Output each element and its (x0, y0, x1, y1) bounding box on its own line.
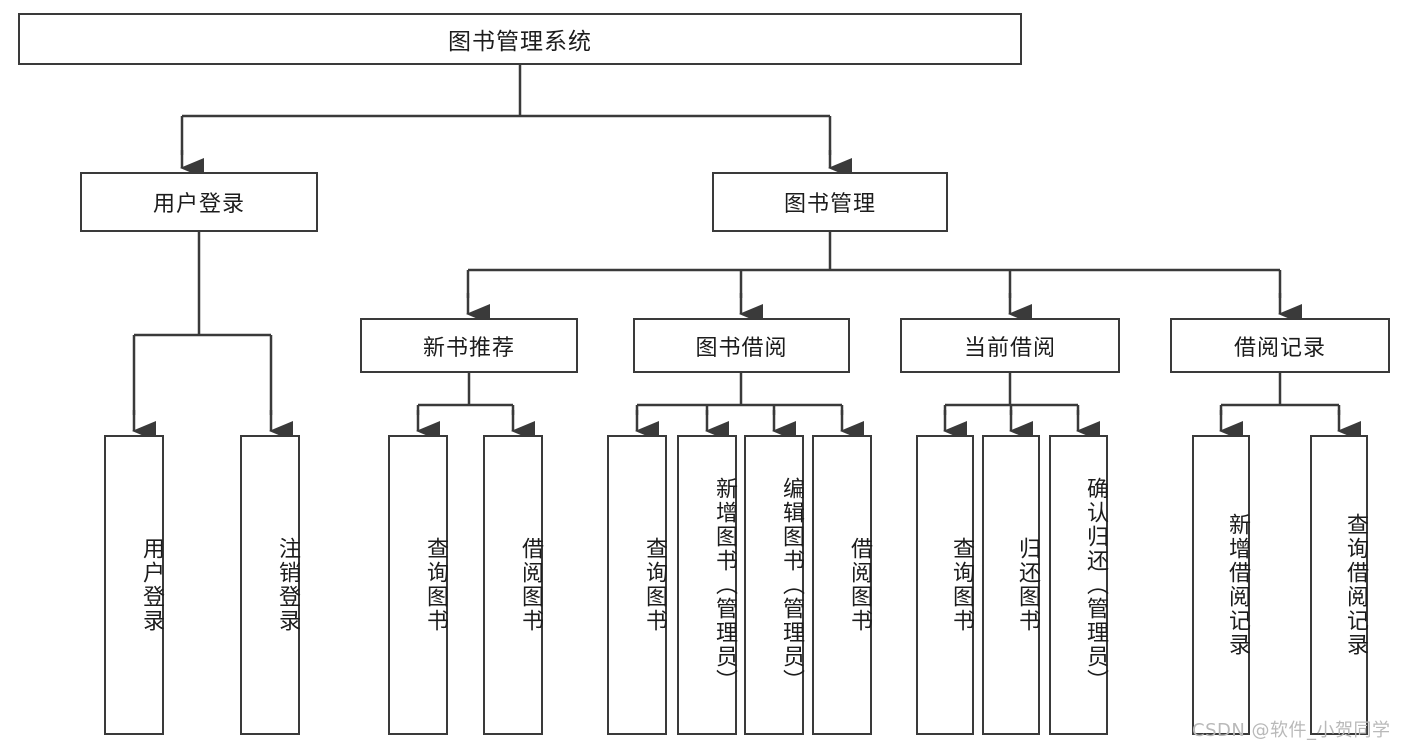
leaf-query-book-recommend-label: 查询图书 (423, 537, 448, 633)
leaf-borrow-book[interactable]: 借阅图书 (812, 435, 872, 735)
node-user-login[interactable]: 用户登录 (80, 172, 318, 232)
edge-current-borrow-split (943, 373, 1100, 441)
leaf-return-book-label: 归还图书 (1015, 537, 1040, 633)
leaf-confirm-return-admin-label: 确认归还（管理员） (1083, 477, 1108, 693)
node-borrow-record-label: 借阅记录 (1233, 335, 1326, 361)
leaf-query-book-current-label: 查询图书 (949, 537, 974, 633)
edge-borrow-record-split (1219, 373, 1361, 441)
leaf-edit-book-admin[interactable]: 编辑图书（管理员） (744, 435, 804, 735)
leaf-borrow-book-recommend[interactable]: 借阅图书 (483, 435, 543, 735)
leaf-query-borrow-record[interactable]: 查询借阅记录 (1310, 435, 1368, 735)
csdn-watermark: CSDN @软件_小贺同学 (1192, 720, 1391, 741)
node-book-borrow-label: 图书借阅 (695, 335, 788, 361)
leaf-borrow-book-label: 借阅图书 (847, 537, 872, 633)
leaf-logout-label: 注销登录 (275, 537, 300, 633)
leaf-return-book[interactable]: 归还图书 (982, 435, 1040, 735)
node-new-book-recommend[interactable]: 新书推荐 (360, 318, 578, 373)
leaf-add-book-admin-label: 新增图书（管理员） (712, 477, 737, 693)
leaf-add-borrow-record[interactable]: 新增借阅记录 (1192, 435, 1250, 735)
leaf-edit-book-admin-label: 编辑图书（管理员） (779, 477, 804, 693)
node-new-book-recommend-label: 新书推荐 (422, 335, 515, 361)
node-book-borrow[interactable]: 图书借阅 (633, 318, 850, 373)
leaf-user-login[interactable]: 用户登录 (104, 435, 164, 735)
leaf-user-login-label: 用户登录 (139, 537, 164, 633)
leaf-add-book-admin[interactable]: 新增图书（管理员） (677, 435, 737, 735)
leaf-logout[interactable]: 注销登录 (240, 435, 300, 735)
leaf-query-book-borrow-label: 查询图书 (642, 537, 667, 633)
node-borrow-record[interactable]: 借阅记录 (1170, 318, 1390, 373)
node-user-login-label: 用户登录 (152, 192, 245, 217)
leaf-query-borrow-record-label: 查询借阅记录 (1343, 513, 1368, 657)
leaf-add-borrow-record-label: 新增借阅记录 (1225, 513, 1250, 657)
leaf-query-book-current[interactable]: 查询图书 (916, 435, 974, 735)
node-book-management-label: 图书管理 (783, 192, 876, 217)
node-current-borrow-label: 当前借阅 (963, 335, 1056, 361)
leaf-query-book-recommend[interactable]: 查询图书 (388, 435, 448, 735)
leaf-borrow-book-recommend-label: 借阅图书 (518, 537, 543, 633)
edge-root-split (180, 65, 832, 155)
node-root[interactable]: 图书管理系统 (18, 13, 1022, 65)
node-root-label: 图书管理系统 (448, 29, 592, 55)
edge-user-login-split (132, 232, 293, 441)
edge-book-manage-split (466, 232, 1302, 324)
leaf-query-book-borrow[interactable]: 查询图书 (607, 435, 667, 735)
edge-borrow-split (635, 373, 864, 441)
edge-new-book-split (416, 373, 535, 441)
node-book-management[interactable]: 图书管理 (712, 172, 948, 232)
node-current-borrow[interactable]: 当前借阅 (900, 318, 1120, 373)
leaf-confirm-return-admin[interactable]: 确认归还（管理员） (1049, 435, 1108, 735)
